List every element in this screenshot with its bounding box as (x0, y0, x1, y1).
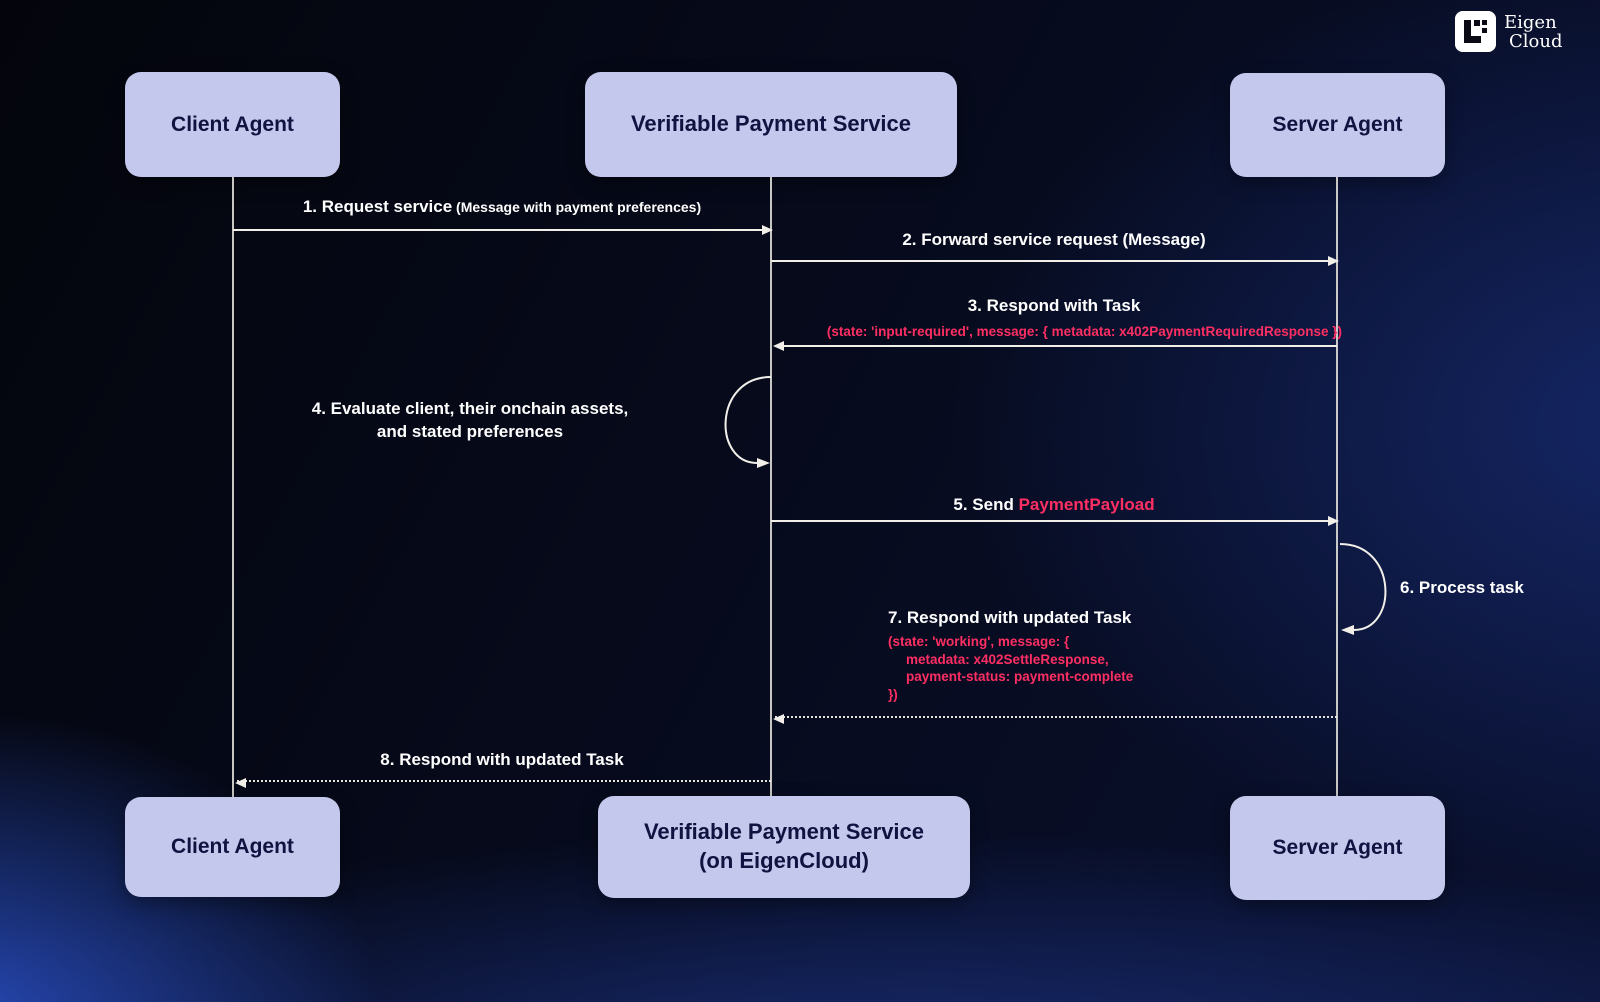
message-arrow-2 (771, 256, 1339, 266)
eigencloud-mark-icon (1455, 11, 1496, 52)
participant-label: Server Agent (1272, 113, 1403, 137)
participant-payment-service-top: Verifiable Payment Service (585, 72, 957, 177)
lifeline-payment-service (770, 177, 772, 796)
message-7-code-line3: payment-status: payment-complete (906, 669, 1134, 684)
message-5-highlight: PaymentPayload (1018, 495, 1155, 514)
lifeline-client-agent (232, 177, 234, 797)
message-label-5: 5. Send PaymentPayload (771, 495, 1337, 515)
self-loop-4-label: 4. Evaluate client, their onchain assets… (240, 397, 700, 443)
message-7-code-line2: metadata: x402SettleResponse, (906, 651, 1109, 667)
participant-client-agent-top: Client Agent (125, 72, 340, 177)
message-8-title: 8. Respond with updated Task (380, 750, 624, 769)
self-loop-process-icon (1339, 543, 1387, 635)
brand-logo: Eigen Cloud (1455, 11, 1562, 52)
message-label-2: 2. Forward service request (Message) (771, 230, 1337, 250)
participant-label: Server Agent (1272, 836, 1403, 860)
message-arrow-3 (773, 341, 1337, 351)
participant-label: Verifiable Payment Service (630, 111, 912, 137)
participant-payment-service-bottom: Verifiable Payment Service (on EigenClou… (598, 796, 970, 898)
self-loop-4-line2: and stated preferences (376, 422, 564, 441)
message-7-title: 7. Respond with updated Task (888, 608, 1132, 627)
participant-client-agent-bottom: Client Agent (125, 797, 340, 897)
lifeline-server-agent (1336, 177, 1338, 796)
message-arrow-5 (771, 516, 1339, 526)
message-3-title: 3. Respond with Task (967, 296, 1141, 315)
message-label-3: 3. Respond with Task (771, 296, 1337, 316)
participant-label-line2: (on EigenCloud) (699, 848, 869, 873)
message-3-detail: (state: 'input-required', message: { met… (826, 324, 1342, 339)
self-loop-4-line1: 4. Evaluate client, their onchain assets… (311, 399, 629, 418)
message-7-code-line1: (state: 'working', message: { (888, 634, 1070, 649)
message-arrow-7 (773, 714, 1337, 724)
brand-name-line1: Eigen (1504, 12, 1557, 33)
participant-label: Client Agent (171, 112, 294, 136)
message-5-prefix: 5. Send (953, 495, 1019, 514)
message-7-code: (state: 'working', message: { metadata: … (888, 633, 1133, 703)
message-label-1: 1. Request service (Message with payment… (233, 197, 771, 217)
message-arrow-1 (233, 225, 773, 235)
self-loop-evaluate-icon (724, 376, 772, 468)
message-2-title: 2. Forward service request (Message) (902, 230, 1206, 249)
message-arrow-8 (235, 778, 771, 788)
participant-server-agent-top: Server Agent (1230, 73, 1445, 177)
brand-name: Eigen Cloud (1504, 11, 1562, 51)
participant-server-agent-bottom: Server Agent (1230, 796, 1445, 900)
participant-label: Client Agent (171, 835, 294, 859)
message-1-suffix: (Message with payment preferences) (452, 199, 702, 215)
message-1-title: 1. Request service (302, 197, 453, 216)
participant-label-line1: Verifiable Payment Service (643, 819, 925, 845)
eigencloud-glyph-icon (1455, 11, 1496, 52)
self-loop-6-label: 6. Process task (1400, 578, 1524, 597)
brand-name-line2: Cloud (1509, 31, 1563, 52)
message-7-code-line4: }) (888, 686, 898, 702)
